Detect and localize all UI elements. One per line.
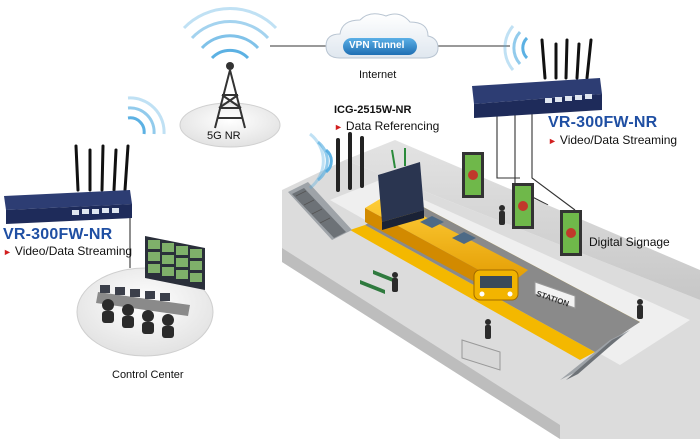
subway-station-illustration bbox=[282, 132, 700, 439]
digital-signage-label: Digital Signage bbox=[589, 235, 670, 249]
escalator bbox=[560, 330, 630, 380]
vr-right-function-text: Video/Data Streaming bbox=[559, 133, 678, 147]
vr-left-model-label: VR-300FW-NR bbox=[3, 226, 113, 243]
vr-right-function-label: ►Video/Data Streaming bbox=[548, 133, 677, 147]
control-center-illustration bbox=[76, 236, 214, 357]
vpn-tunnel-pill bbox=[343, 38, 417, 55]
station-sign bbox=[534, 281, 576, 309]
icg-function-text: Data Referencing bbox=[345, 119, 440, 133]
cell-tower-icon bbox=[179, 6, 281, 148]
cloud-icon bbox=[325, 13, 439, 59]
bullet-arrow-icon: ► bbox=[548, 136, 557, 146]
control-center-label: Control Center bbox=[112, 369, 184, 381]
escalator bbox=[288, 182, 352, 240]
display-icon bbox=[145, 236, 205, 290]
display-icon bbox=[462, 152, 582, 256]
gateway-icon bbox=[309, 132, 424, 230]
icg-function-label: ►Data Referencing bbox=[334, 119, 439, 133]
icg-model-label: ICG-2515W-NR bbox=[334, 104, 412, 116]
tower-label: 5G NR bbox=[207, 130, 241, 142]
router-icon bbox=[472, 25, 602, 118]
bench bbox=[360, 270, 398, 294]
bullet-arrow-icon: ► bbox=[3, 247, 12, 257]
internet-label: Internet bbox=[359, 69, 397, 81]
vr-right-model-label: VR-300FW-NR bbox=[548, 114, 658, 131]
bullet-arrow-icon: ► bbox=[334, 122, 343, 132]
router-icon bbox=[4, 96, 166, 224]
vpn-tunnel-label: VPN Tunnel bbox=[349, 40, 405, 51]
vr-left-function-label: ►Video/Data Streaming bbox=[3, 244, 132, 258]
vr-left-function-text: Video/Data Streaming bbox=[14, 244, 133, 258]
